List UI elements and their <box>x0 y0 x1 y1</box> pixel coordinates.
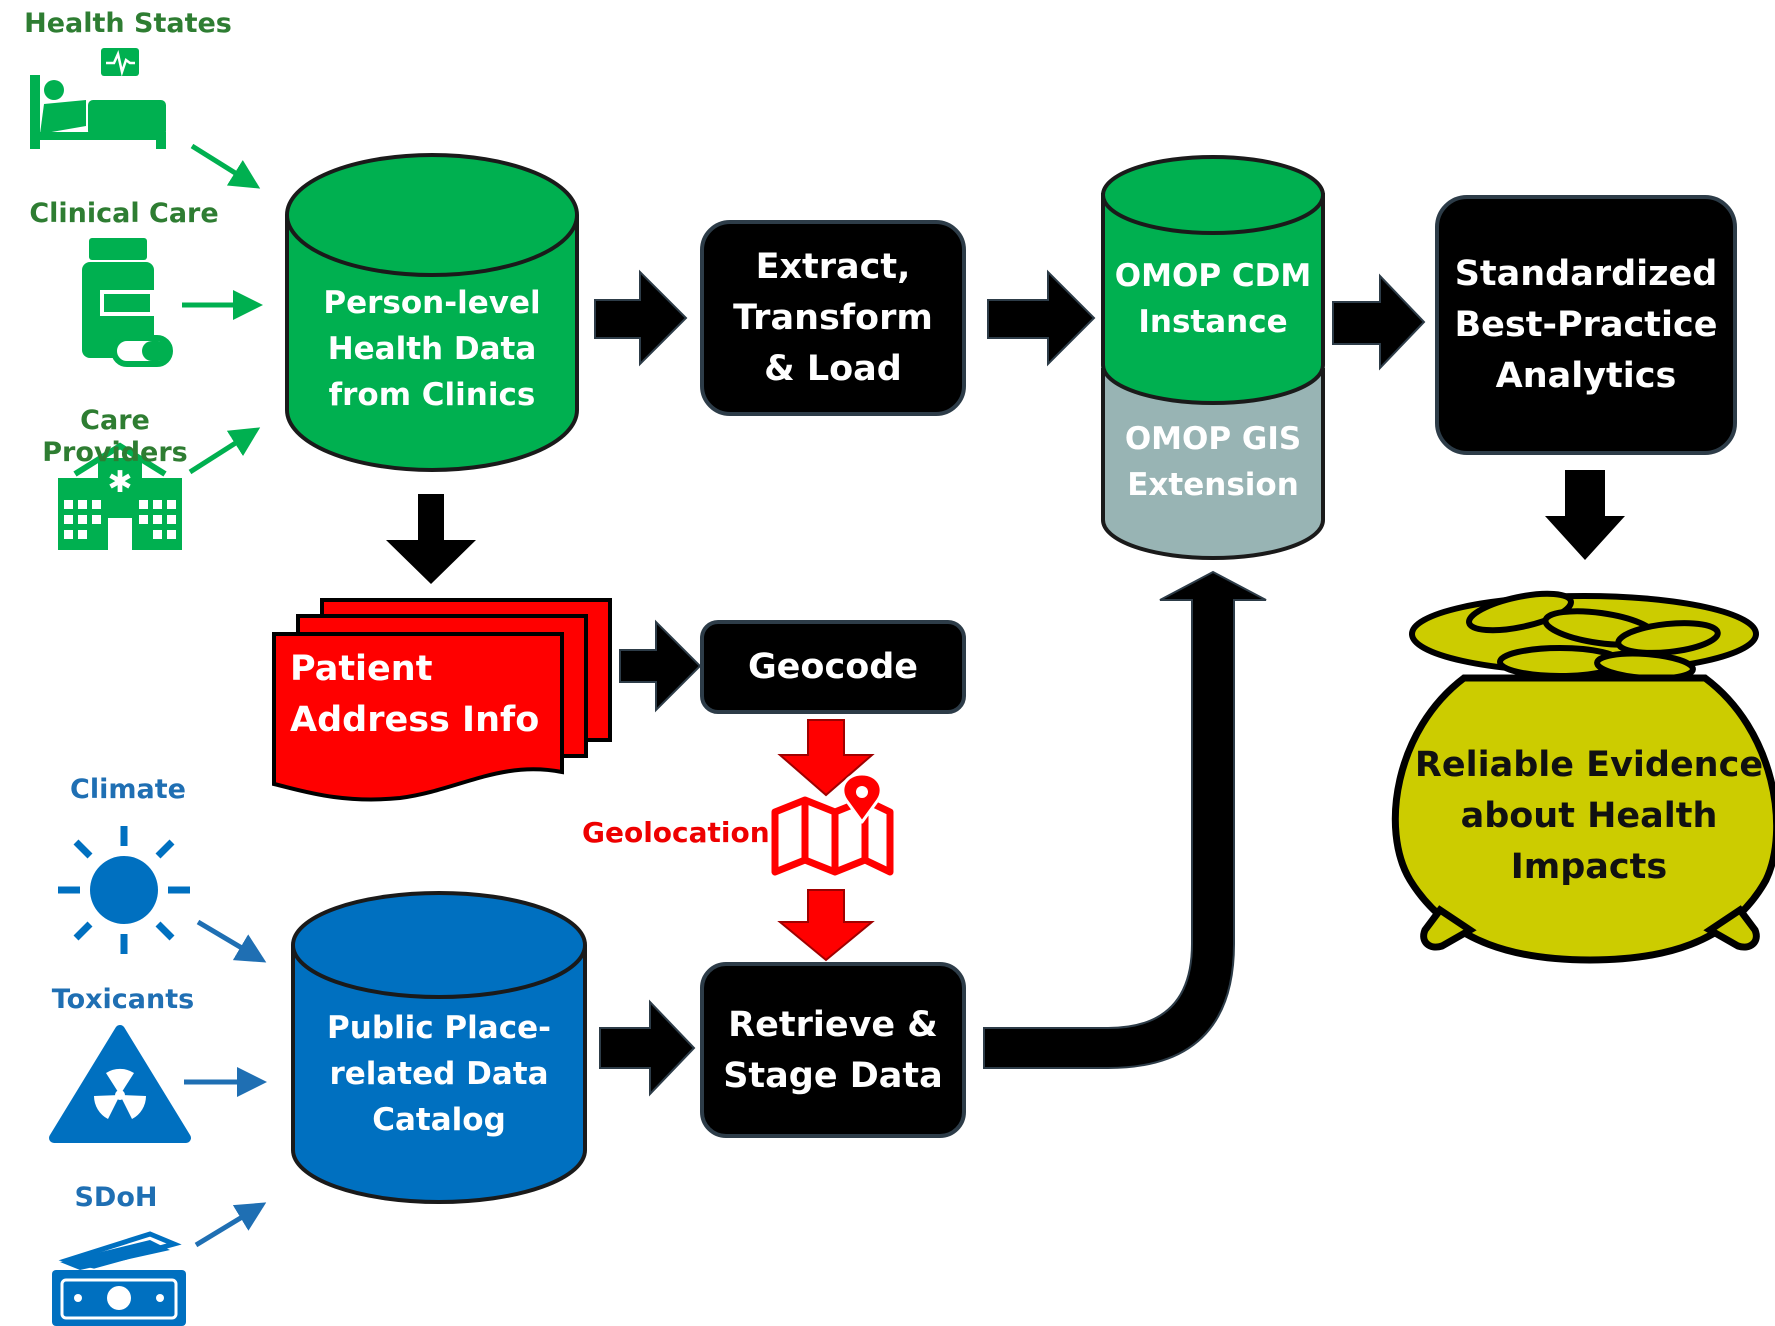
geolocation-label: Geolocation <box>582 816 770 849</box>
arrow-to-geocode <box>619 619 702 713</box>
source-sdoh: SDoH <box>74 1182 158 1213</box>
arrow-geolocation-to-retrieve <box>777 889 875 962</box>
arrow-to-evidence <box>1545 470 1625 560</box>
omop-gis-label: OMOP GIS Extension <box>1124 421 1302 503</box>
arrow-sdoh <box>194 1202 267 1248</box>
arrow-geocode-to-geolocation <box>777 719 875 797</box>
arrow-health-states <box>190 143 261 189</box>
radiation-hazard-icon <box>49 1025 191 1143</box>
retrieve-stage-box <box>700 962 966 1138</box>
person-health-data-label: Person-level Health Data from Clinics <box>323 285 541 413</box>
arrow-to-retrieve <box>599 999 696 1097</box>
source-climate: Climate <box>70 774 186 805</box>
public-catalog-cylinder <box>291 891 587 1204</box>
retrieve-stage-label: Retrieve & Stage Data <box>723 1005 943 1096</box>
medication-icon <box>82 238 173 367</box>
omop-cylinder <box>1101 155 1325 560</box>
hospital-bed-icon <box>30 48 166 149</box>
arrow-care-providers <box>188 427 261 475</box>
arrow-to-omop-gis <box>983 570 1267 1069</box>
source-health-states: Health States <box>24 8 232 39</box>
geocode-label: Geocode <box>747 647 919 687</box>
arrow-to-analytics <box>1332 273 1426 371</box>
source-clinical-care: Clinical Care <box>29 198 219 229</box>
pot-of-gold <box>1391 590 1775 964</box>
etl-box <box>700 220 966 416</box>
arrow-climate <box>196 919 267 963</box>
hospital-building-icon: ✱ <box>58 442 182 550</box>
analytics-label: Standardized Best-Practice Analytics <box>1454 254 1718 396</box>
evidence-label: Reliable Evidence about Health Impacts <box>1414 745 1764 887</box>
person-health-data-cylinder <box>285 153 579 472</box>
arrow-to-omop <box>987 269 1096 367</box>
public-catalog-label: Public Place- related Data Catalog <box>327 1010 551 1138</box>
source-toxicants: Toxicants <box>51 984 195 1015</box>
money-icon <box>52 1231 186 1326</box>
patient-address-label: Patient Address Info <box>290 649 540 740</box>
omop-cdm-label: OMOP CDM Instance <box>1114 258 1312 340</box>
map-pin-icon <box>771 772 894 876</box>
arrow-to-address <box>386 494 476 584</box>
arrow-to-etl <box>594 269 688 367</box>
etl-label: Extract, Transform & Load <box>733 247 933 389</box>
svg-text:✱: ✱ <box>107 465 132 500</box>
patient-address-docs <box>272 598 612 802</box>
geocode-box <box>700 620 966 714</box>
source-care-providers: Care Providers <box>42 405 188 469</box>
analytics-box <box>1435 195 1737 455</box>
sun-icon <box>58 826 190 954</box>
